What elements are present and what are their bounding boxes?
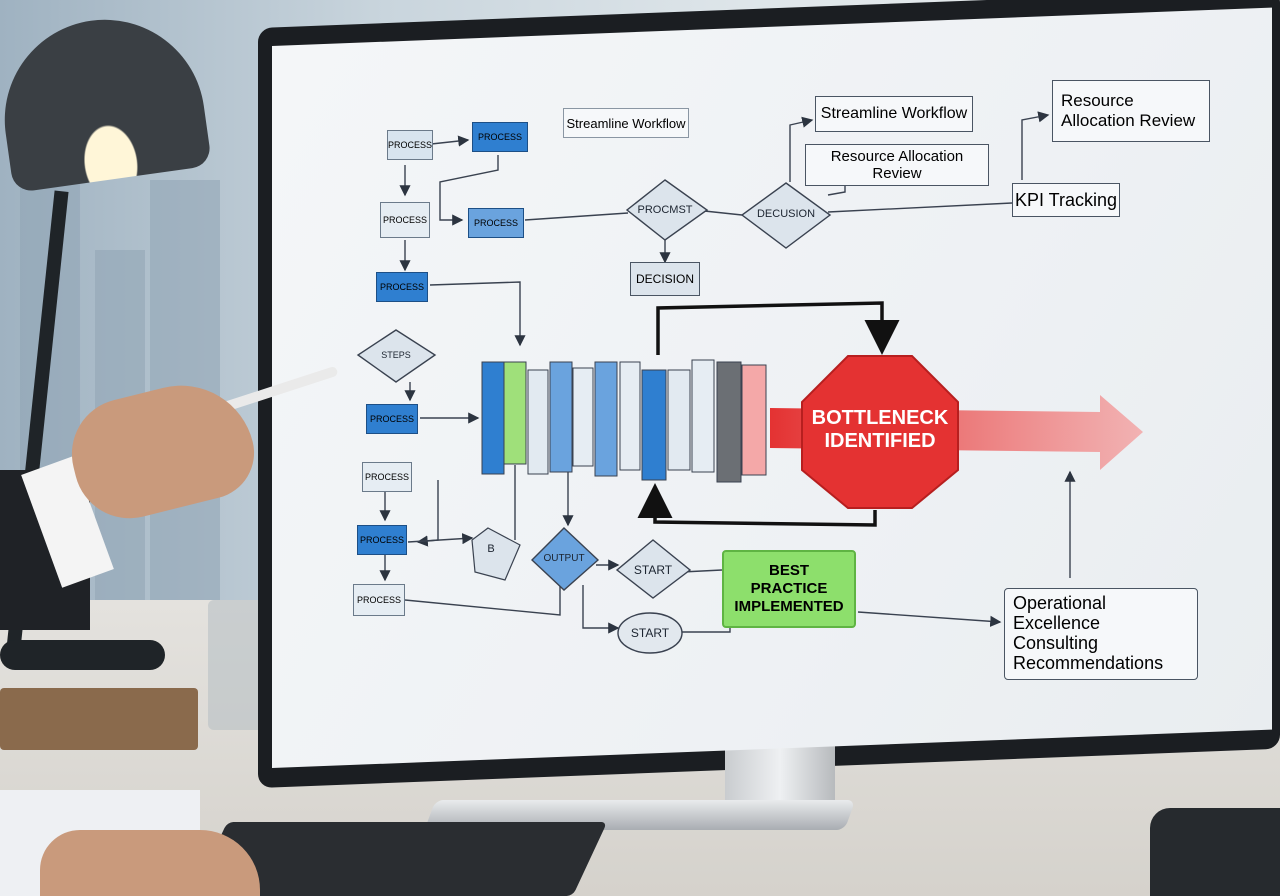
start-diamond-label: START xyxy=(633,563,673,577)
steps-diamond xyxy=(356,329,437,383)
decision-box: DECISION xyxy=(630,262,700,296)
coffee-mug xyxy=(1150,808,1280,896)
bottleneck-octagon xyxy=(801,355,959,509)
start-oval xyxy=(617,612,683,654)
process-diamond xyxy=(625,179,709,241)
output-diamond-label: OUTPUT xyxy=(543,553,585,564)
pipeline-bars xyxy=(481,359,767,483)
resource-allocation-review-top: Resource Allocation Review xyxy=(1052,80,1210,142)
process-diamond-label: PROCMST xyxy=(637,204,693,216)
resource-allocation-review-box: Resource Allocation Review xyxy=(805,144,989,186)
steps-diamond-label: STEPS xyxy=(381,350,411,360)
start-oval-label: START xyxy=(630,626,670,640)
operational-excellence-box: Operational Excellence Consulting Recomm… xyxy=(1004,588,1198,680)
process-node: PROCESS xyxy=(357,525,407,555)
decision-diamond xyxy=(740,182,832,249)
b-shape xyxy=(471,527,521,581)
output-diamond xyxy=(530,527,600,591)
process-node: PROCESS xyxy=(366,404,418,434)
process-node: PROCESS xyxy=(472,122,528,152)
b-label: B xyxy=(487,543,495,555)
start-diamond xyxy=(615,539,692,599)
decision-diamond-label: DECUSION xyxy=(756,208,816,220)
process-node: PROCESS xyxy=(387,130,433,160)
best-practice-box: BEST PRACTICE IMPLEMENTED xyxy=(722,550,856,628)
kpi-tracking-box: KPI Tracking xyxy=(1012,183,1120,217)
notebook xyxy=(0,688,198,750)
process-node: PROCESS xyxy=(380,202,430,238)
process-node: PROCESS xyxy=(376,272,428,302)
typing-hand xyxy=(40,830,260,896)
process-node: PROCESS xyxy=(353,584,405,616)
process-node: PROCESS xyxy=(468,208,524,238)
lamp-base xyxy=(0,640,165,670)
process-node: PROCESS xyxy=(362,462,412,492)
bottleneck-label: BOTTLENECK IDENTIFIED xyxy=(811,407,949,452)
streamline-workflow-small: Streamline Workflow xyxy=(563,108,689,138)
streamline-workflow-box: Streamline Workflow xyxy=(815,96,973,132)
